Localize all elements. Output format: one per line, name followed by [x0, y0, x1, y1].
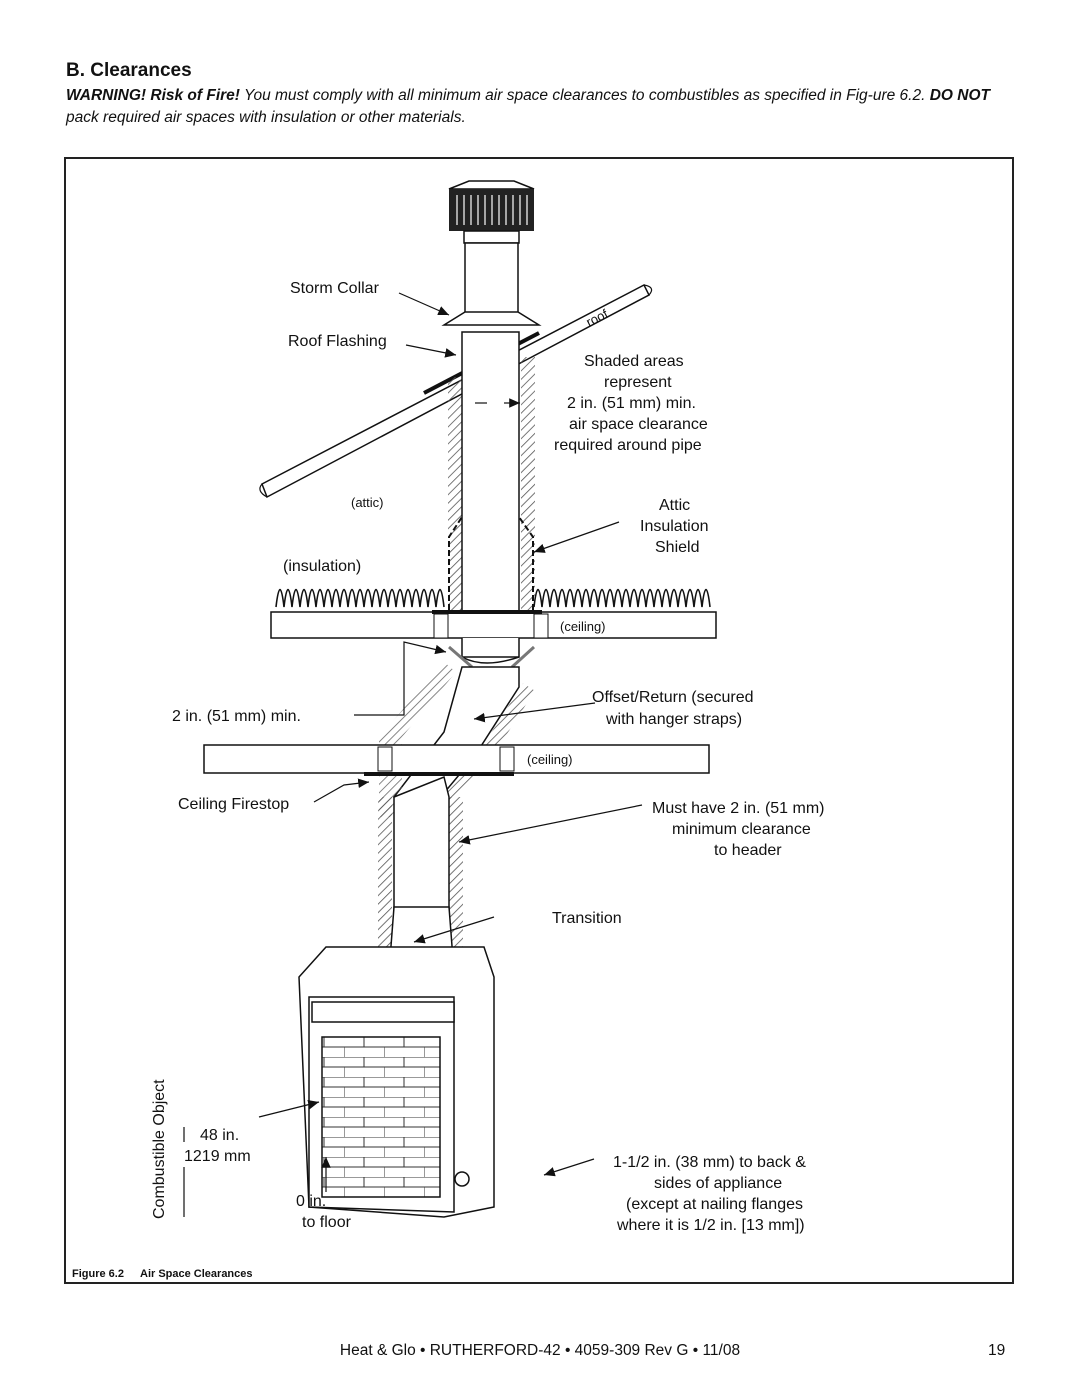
label-header-3: to header [714, 842, 782, 859]
vent-pipe-upper [464, 242, 519, 316]
label-back-1: 1-1/2 in. (38 mm) to back & [613, 1154, 806, 1171]
section-title: B. Clearances [66, 60, 192, 81]
label-back-3: (except at nailing flanges [626, 1196, 803, 1213]
upper-ceiling [270, 610, 717, 639]
page-number: 19 [988, 1342, 1006, 1359]
label-shaded-2: represent [604, 374, 672, 391]
label-storm-collar: Storm Collar [290, 280, 380, 297]
label-attic-shield-2: Insulation [640, 518, 709, 535]
label-shaded-5: required around pipe [554, 437, 702, 454]
storm-collar [441, 311, 542, 326]
warning-body: You must comply with all minimum air spa… [239, 87, 930, 104]
label-offset-1: Offset/Return (secured [592, 689, 754, 706]
label-transition: Transition [552, 910, 622, 927]
warning-tail: pack required air spaces with insulation… [66, 109, 466, 126]
figure-caption: Figure 6.2 Air Space Clearances [72, 1268, 253, 1280]
label-ceiling-firestop: Ceiling Firestop [178, 796, 289, 813]
attic-insulation-shield [448, 516, 534, 610]
clearance-diagram: Storm Collar Roof Flashing roof Shaded a… [151, 180, 825, 1234]
label-shaded-1: Shaded areas [584, 353, 684, 370]
chimney-cap [448, 180, 535, 244]
warning-emphasis: DO NOT [929, 87, 990, 104]
label-48-in: 48 in. [200, 1127, 239, 1144]
figure-caption-text: Air Space Clearances [140, 1268, 253, 1280]
label-ceiling-lower: (ceiling) [527, 752, 573, 767]
label-zero-in: 0 in. [296, 1193, 326, 1210]
label-shaded-3: 2 in. (51 mm) min. [567, 395, 696, 412]
label-insulation: (insulation) [283, 558, 361, 575]
offset-pipe [379, 638, 536, 818]
warning-lead: WARNING! Risk of Fire! [66, 87, 240, 104]
label-roof-flashing: Roof Flashing [288, 333, 387, 350]
warning-text: WARNING! Risk of Fire! You must comply w… [66, 85, 1016, 129]
label-to-floor: to floor [302, 1214, 352, 1231]
label-1219-mm: 1219 mm [184, 1148, 251, 1165]
lower-ceiling [203, 744, 710, 776]
label-attic-shield-1: Attic [659, 497, 690, 514]
label-shaded-4: air space clearance [569, 416, 708, 433]
label-header-1: Must have 2 in. (51 mm) [652, 800, 825, 817]
fireplace [298, 946, 495, 1218]
label-combustible-object: Combustible Object [151, 1079, 168, 1219]
label-attic: (attic) [351, 495, 384, 510]
clearance-zone-lower-left [378, 797, 392, 967]
vent-pipe-attic [461, 331, 520, 633]
label-back-2: sides of appliance [654, 1175, 782, 1192]
figure-frame [64, 157, 1014, 1284]
label-header-2: minimum clearance [672, 821, 811, 838]
figure-number: Figure 6.2 [72, 1268, 124, 1280]
label-ceiling-upper: (ceiling) [560, 619, 606, 634]
label-attic-shield-3: Shield [655, 539, 699, 556]
insulation [275, 588, 711, 608]
footer-document-id: Heat & Glo • RUTHERFORD-42 • 4059-309 Re… [339, 1342, 741, 1359]
clearance-zone-right [521, 357, 535, 617]
label-two-in-min: 2 in. (51 mm) min. [172, 708, 301, 725]
clearance-zone-left [448, 377, 462, 617]
label-offset-2: with hanger straps) [605, 711, 742, 728]
label-back-4: where it is 1/2 in. [13 mm]) [616, 1217, 805, 1234]
